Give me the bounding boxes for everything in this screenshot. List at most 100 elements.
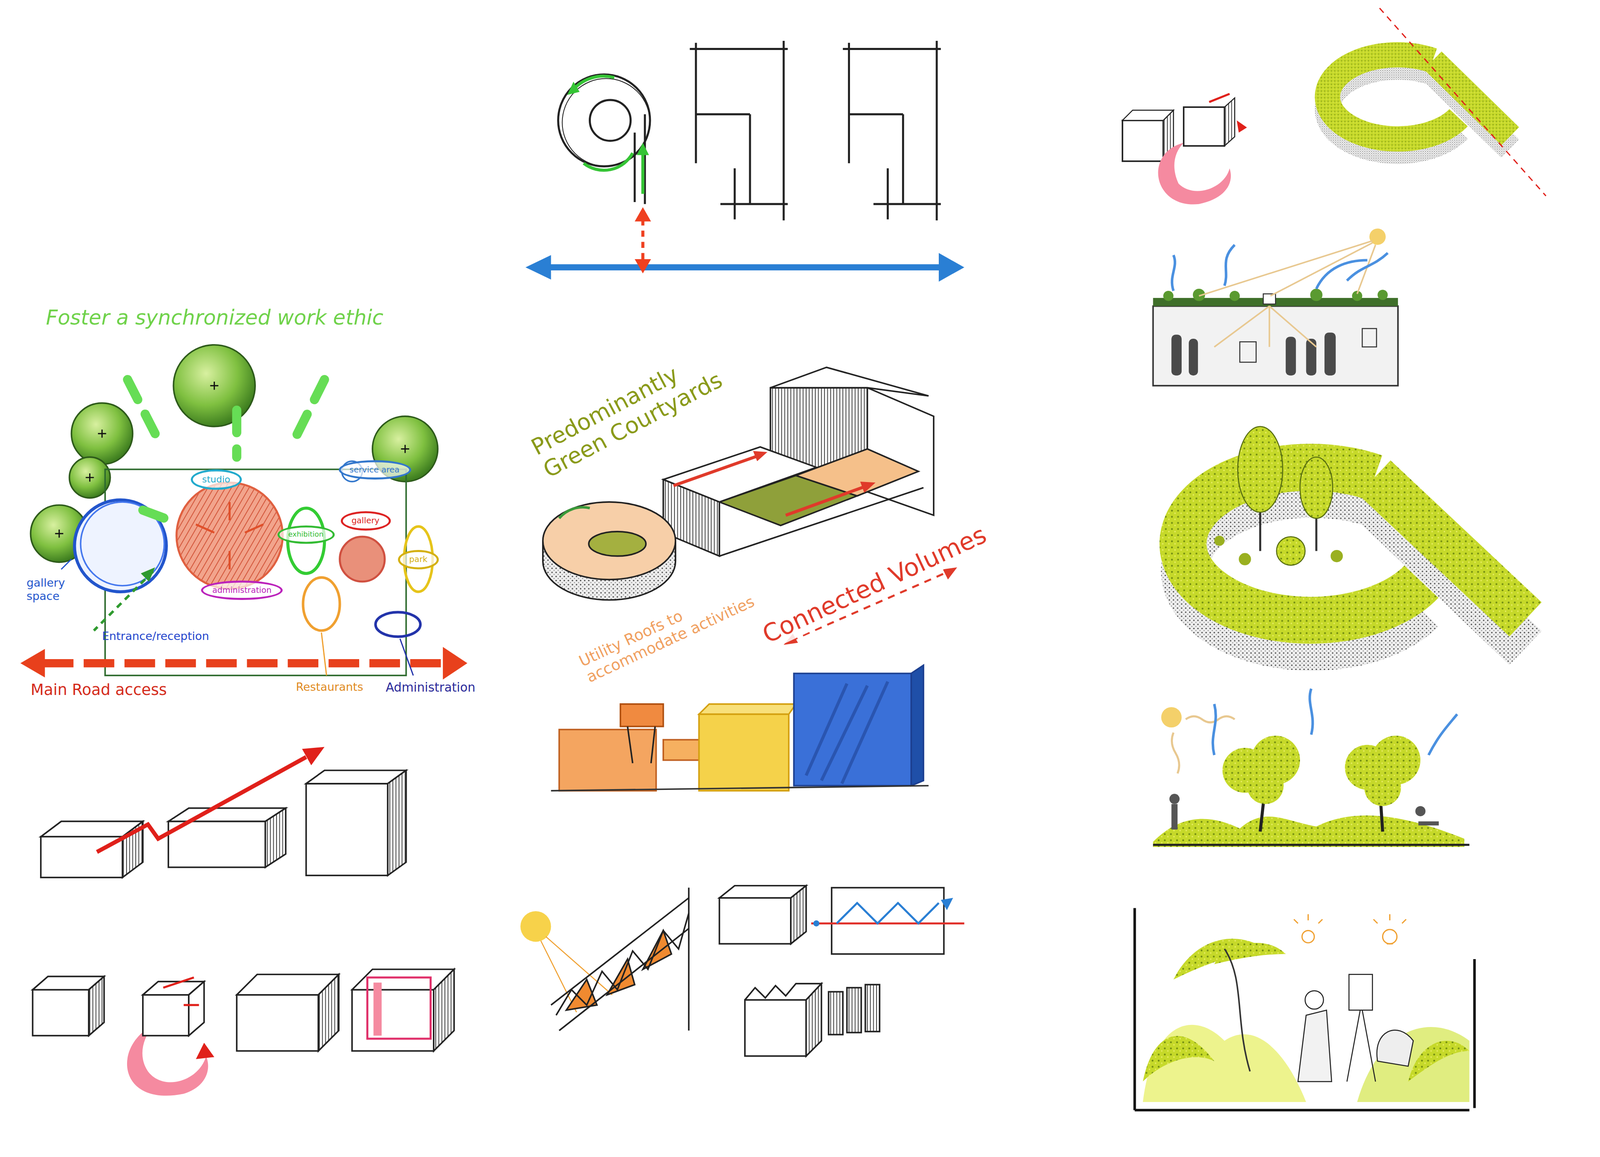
- sketch-stroke: [1185, 716, 1235, 723]
- sketch-stroke: [811, 922, 965, 925]
- sketch-stroke: [1171, 334, 1182, 376]
- sketch-stroke: [1172, 245, 1388, 291]
- sketch-stroke: [1377, 290, 1388, 300]
- sketch-stroke: [1169, 793, 1180, 804]
- sketch-stroke: [842, 40, 941, 221]
- sketch-stroke: [627, 726, 633, 764]
- sketch-stroke: [32, 990, 89, 1036]
- sketch-stroke: [228, 550, 231, 570]
- sketch-stroke: [558, 74, 650, 167]
- sketch-stroke: [650, 726, 655, 764]
- sketch-stroke: [828, 991, 843, 1035]
- sketch-stroke: [1263, 293, 1276, 304]
- sketch-stroke: [1237, 426, 1283, 513]
- sketch-stroke: [1285, 336, 1296, 376]
- sketch-stroke: [542, 502, 676, 580]
- sketch-stroke: [1377, 1030, 1414, 1067]
- sketch-stroke: [1172, 255, 1175, 291]
- note-label: Connected Volumes: [755, 520, 995, 651]
- sketch-stroke: [1209, 93, 1230, 103]
- sketch-stroke: [1382, 929, 1397, 944]
- tree-climate: [1152, 688, 1470, 848]
- sketch-stroke: [1357, 1027, 1470, 1103]
- sketch-stroke: [1188, 338, 1198, 376]
- sketch-stroke: [1310, 288, 1323, 301]
- sketch-stroke: [93, 571, 153, 631]
- sketch-stroke: [590, 100, 631, 141]
- sketch-stroke: [163, 977, 194, 988]
- sketch-stroke: [1276, 536, 1306, 566]
- bubble-label: gallery: [351, 515, 380, 526]
- sketch-stroke: [1330, 550, 1343, 563]
- sketch-stroke: [142, 510, 176, 523]
- bubble-node: service area: [338, 459, 411, 480]
- sketch-stroke: [321, 632, 327, 676]
- sketch-stroke: [1293, 914, 1406, 944]
- sketch-stroke: [831, 887, 944, 955]
- sketch-stroke: [690, 40, 788, 221]
- sketch-stroke: [785, 485, 868, 516]
- sketch-stroke: [127, 379, 155, 434]
- sketch-stroke: [295, 379, 325, 437]
- loop-roof-small: [1122, 8, 1546, 205]
- sketch-stroke: [375, 612, 421, 637]
- sketch-stroke: [1163, 290, 1174, 301]
- bubble-label: park: [409, 554, 428, 565]
- sketch-stroke: [559, 928, 689, 1031]
- bubble-node: gallery: [340, 510, 391, 531]
- sketch-stroke: [770, 367, 929, 397]
- sketch-stroke: [1122, 120, 1164, 162]
- bubble-label: exhibition: [288, 530, 324, 539]
- sketch-stroke: [352, 990, 434, 1052]
- sketch-stroke: [340, 536, 385, 582]
- sketch-stroke: [1347, 974, 1376, 1082]
- sketch-stroke: [911, 665, 924, 786]
- sketch-stroke: [860, 481, 876, 493]
- sketch-stroke: [540, 940, 577, 1013]
- sketch-stroke: [1379, 8, 1546, 197]
- note-label: Entrance/reception: [102, 630, 210, 644]
- sketch-stroke: [545, 264, 944, 271]
- sketch-stroke: [847, 987, 862, 1033]
- sketch-stroke: [318, 974, 339, 1052]
- sketch-stroke: [567, 81, 580, 95]
- sketch-stroke: [228, 502, 231, 521]
- sketch-stroke: [1142, 1035, 1215, 1082]
- sketch-stroke: [1171, 332, 1336, 376]
- sketch-stroke: [559, 507, 590, 519]
- sketch-stroke: [1222, 735, 1421, 807]
- sketch-stroke: [793, 673, 912, 786]
- sketch-stroke: [105, 469, 406, 676]
- sketch-stroke: [1224, 97, 1235, 146]
- sketch-stroke: [1418, 821, 1439, 826]
- sketch-stroke: [97, 757, 307, 853]
- sketch-stroke: [1327, 55, 1511, 140]
- sketch-stroke: [306, 783, 388, 876]
- sketch-stroke: [1171, 732, 1180, 774]
- sketch-stroke: [1238, 552, 1251, 565]
- sketch-stroke: [1224, 949, 1250, 1072]
- sketch-stroke: [699, 714, 790, 791]
- bubble-node: administration: [200, 580, 283, 600]
- loop-courtyard-large: [1182, 426, 1526, 648]
- sketch-stroke: [1229, 290, 1240, 301]
- sketch-stroke: [865, 984, 880, 1032]
- sketch-stroke: [1305, 990, 1324, 1010]
- sketch-stroke: [836, 902, 939, 924]
- sketch-stroke: [1142, 938, 1470, 1082]
- sketch-stroke: [1268, 306, 1271, 348]
- sketch-stroke: [641, 219, 645, 261]
- sketch-stroke: [1373, 914, 1406, 944]
- sun-truss: [520, 887, 689, 1031]
- box-studies: [719, 885, 965, 1057]
- sketch-stroke: [1327, 55, 1511, 152]
- sketch-stroke: [620, 704, 664, 727]
- bubble-node: park: [397, 549, 439, 570]
- sketch-stroke: [1212, 704, 1216, 755]
- sketch-stroke: [265, 808, 286, 868]
- stepped-volumes: [550, 665, 929, 791]
- sketch-stroke: [699, 704, 797, 715]
- sketch-stroke: [752, 450, 768, 461]
- sketch-stroke: [183, 1004, 200, 1007]
